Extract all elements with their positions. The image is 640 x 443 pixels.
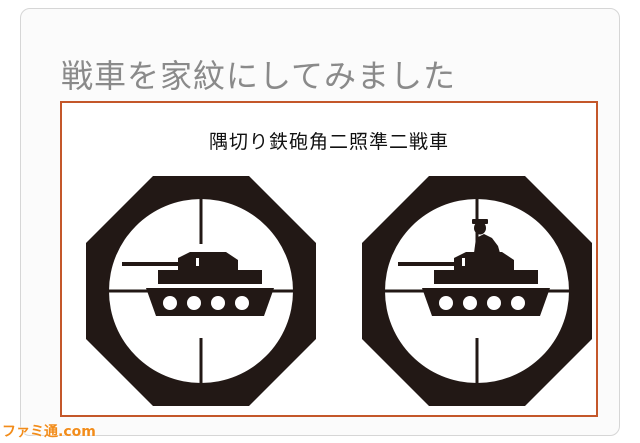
- tank-crest-icon: [86, 176, 316, 406]
- site-watermark: ファミ通.com: [2, 424, 96, 440]
- crest-frame: 隅切り鉄砲角二照準二戦車: [60, 101, 598, 417]
- tank-commander-crest-icon: [362, 176, 592, 406]
- slide: 戦車を家紋にしてみました 隅切り鉄砲角二照準二戦車: [20, 8, 620, 436]
- crest-caption: 隅切り鉄砲角二照準二戦車: [208, 131, 449, 153]
- slide-title: 戦車を家紋にしてみました: [61, 57, 457, 95]
